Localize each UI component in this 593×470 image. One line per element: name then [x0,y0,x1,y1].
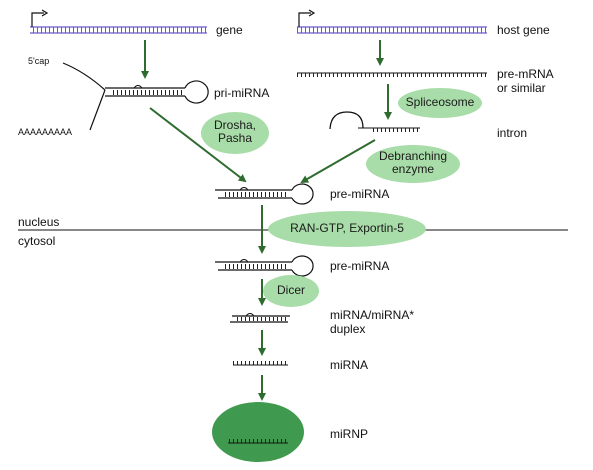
spliceosome-bubble [398,88,482,118]
debranching-enzyme-bubble [366,145,460,183]
mirna-strand [233,361,288,366]
poly-a-tail-label: AAAAAAAAA [18,127,73,137]
pathway-arrows [141,40,392,401]
pre-mirna-nuclear-label: pre-miRNA [330,187,390,201]
debranching-label: Debranching [378,149,448,163]
gene-dna [30,26,207,34]
enzyme-label: enzyme [391,162,435,176]
pre-mirna-cytosol-label: pre-miRNA [330,259,390,273]
duplex-label-line1: miRNA/miRNA* [330,308,414,322]
pre-mirna-nuclear-structure [215,183,314,205]
drosha-pasha-text: Drosha, Pasha [201,119,269,145]
pasha-label: Pasha [217,131,253,145]
pre-mrna-label-line1: pre-mRNA [497,67,554,81]
drosha-pasha-bubble [201,112,269,154]
host-gene-promoter-arrow-icon [298,9,316,27]
mirnp-label: miRNP [330,427,368,441]
mirnp-complex [212,402,304,462]
intron-label: intron [497,126,528,140]
dicer-label: Dicer [276,283,305,297]
ran-exportin-bubble [268,211,426,247]
host-gene-dna [297,26,487,34]
nucleus-label: nucleus [18,215,60,229]
drosha-label: Drosha, [213,118,257,132]
pre-mrna-label-line2: or similar [497,81,546,95]
debranching-text: Debranching enzyme [366,150,460,176]
dicer-bubble [263,275,319,307]
gene-promoter-arrow-icon [31,9,49,27]
gene-label: gene [216,23,243,37]
arrow-pri-mirna-to-pre-mirna [149,107,247,183]
intron-lariat [329,111,420,132]
duplex-label-line2: duplex [330,322,366,336]
pri-mirna-structure [62,62,209,131]
mirna-duplex-structure [230,313,290,323]
cytosol-label: cytosol [18,234,56,248]
pre-mirna-cytosol-structure [215,255,314,277]
host-gene-label: host gene [497,23,550,37]
spliceosome-label: Spliceosome [405,95,475,109]
pre-mrna-strand [297,72,487,77]
arrow-intron-to-pre-mirna [300,139,376,183]
pri-mirna-label: pri-miRNA [214,86,270,100]
five-cap-label: 5'cap [28,56,50,66]
mirna-label: miRNA [330,358,368,372]
ran-exportin-label: RAN-GTP, Exportin-5 [290,221,404,235]
